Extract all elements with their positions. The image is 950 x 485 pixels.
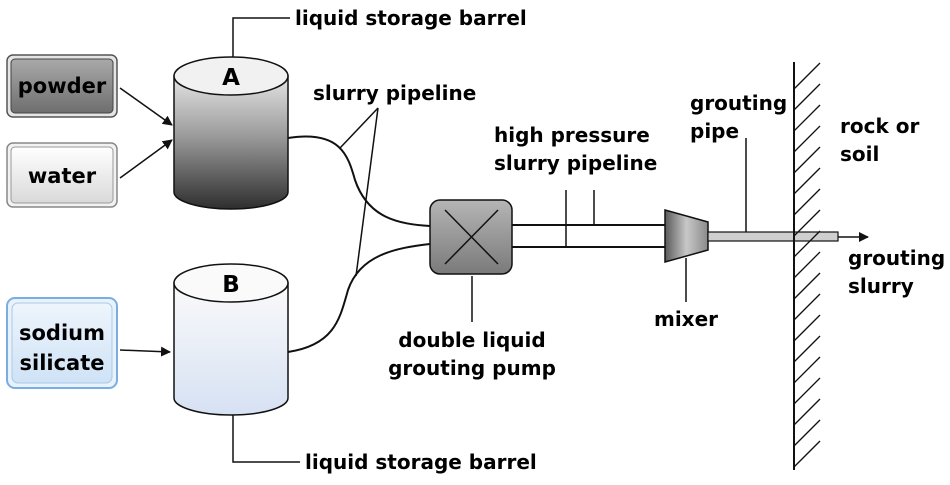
double-liquid-grouting-pump — [429, 199, 513, 275]
hatch-line — [793, 188, 821, 216]
hatch-line — [793, 272, 821, 300]
rock-label-line1: rock or — [840, 114, 919, 138]
hatch-line — [793, 104, 821, 132]
hatch-line — [793, 314, 821, 342]
hatch-line — [793, 293, 821, 321]
barrel-b: B — [173, 263, 289, 416]
slurry-pipeline-b — [287, 243, 431, 353]
hatch-line — [793, 335, 821, 363]
slurry-pipeline-a — [287, 135, 431, 227]
hatch-line — [793, 230, 821, 258]
hatch-line — [793, 356, 821, 384]
sodium-silicate-box: sodium silicate — [6, 297, 118, 389]
barrel-b-label: liquid storage barrel — [305, 450, 537, 474]
hatch-line — [793, 419, 821, 447]
water-box: water — [6, 142, 118, 208]
grouting-pipe-label-line1: grouting — [690, 91, 787, 115]
hp-label-line1: high pressure — [494, 123, 650, 147]
mixer — [664, 209, 709, 263]
rock-label-line2: soil — [840, 142, 879, 166]
powder-box: powder — [6, 54, 118, 118]
hatch-line — [793, 83, 821, 111]
grouting-pipe-label-line2: pipe — [690, 119, 739, 143]
silicate-label: silicate — [20, 351, 105, 375]
barrel-a-letter: A — [222, 65, 240, 91]
barrel-b-letter: B — [222, 272, 240, 298]
barrel-a-label: liquid storage barrel — [295, 6, 527, 30]
rock-soil-wall — [793, 62, 821, 470]
hatch-line — [793, 251, 821, 279]
slurry-leader-a — [339, 107, 379, 149]
hp-label-line2: slurry pipeline — [494, 151, 657, 175]
barrel-a: A — [173, 56, 289, 210]
hatch-line — [793, 167, 821, 195]
hatch-line — [793, 440, 821, 468]
water-arrow — [119, 139, 173, 179]
hatch-line — [793, 146, 821, 174]
barrel-a-leader — [232, 17, 290, 57]
pump-label-line1: double liquid — [398, 328, 545, 352]
hatch-line — [793, 377, 821, 405]
sodium-label: sodium — [19, 321, 105, 345]
powder-arrow — [119, 87, 173, 126]
barrel-b-leader — [232, 415, 300, 463]
hatch-line — [793, 209, 821, 237]
water-label: water — [28, 164, 97, 188]
hatch-line — [793, 62, 821, 90]
pump-label-line2: grouting pump — [388, 356, 556, 380]
silicate-arrow — [119, 346, 171, 357]
powder-label: powder — [18, 74, 107, 98]
grouting-slurry-label-line1: grouting — [848, 246, 945, 270]
hatch-line — [793, 125, 821, 153]
mixer-label: mixer — [654, 307, 718, 331]
slurry-leader-b — [355, 107, 379, 277]
hatch-line — [793, 398, 821, 426]
grouting-slurry-label-line2: slurry — [848, 274, 914, 298]
slurry-pipeline-label: slurry pipeline — [313, 81, 476, 105]
